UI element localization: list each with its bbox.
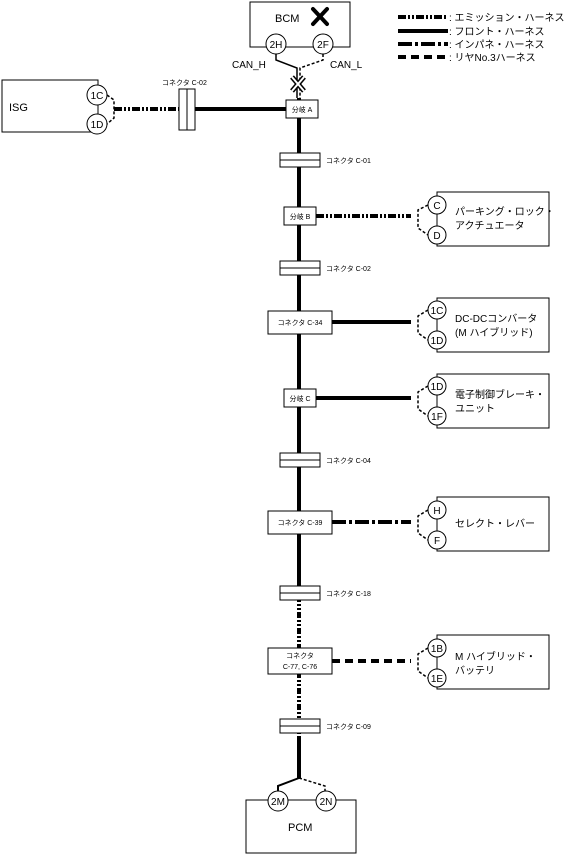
isg-pin-1c-label: 1C — [91, 91, 104, 102]
select-pin-h-label: H — [433, 506, 440, 517]
bcm-module: BCM 2H 2F — [249, 1, 351, 55]
bcm-fault-x-icon — [311, 7, 329, 26]
brake-pin-1f-label: 1F — [431, 412, 443, 423]
bcm-label: BCM — [275, 13, 299, 25]
connector-c09 — [279, 718, 321, 734]
connector-c04 — [279, 452, 321, 468]
isg-pin-1d-label: 1D — [91, 120, 104, 131]
pcm-pin-2n-label: 2N — [320, 797, 333, 808]
connector-c02 — [279, 260, 321, 276]
splice-c-label: 分岐 C — [290, 394, 311, 403]
can-l-label: CAN_L — [330, 60, 363, 71]
splice-b-label: 分岐 B — [290, 212, 311, 221]
connector-c34-label: コネクタ C-34 — [278, 318, 323, 327]
battery-pin-1e-label: 1E — [431, 674, 444, 685]
connector-c39-label: コネクタ C-39 — [278, 518, 323, 527]
connector-c09-label: コネクタ C-09 — [326, 722, 371, 731]
connector-c04-label: コネクタ C-04 — [326, 456, 371, 465]
connector-c77-label-1: コネクタ — [286, 651, 314, 660]
pcm-pin-2m-label: 2M — [271, 797, 285, 808]
legend-emission: : エミッション・ハーネス — [449, 12, 565, 24]
battery-label-2: バッテリ — [455, 665, 495, 677]
legend-instpanel: : インパネ・ハーネス — [449, 39, 545, 51]
brake-control-unit: 電子制御ブレーキ・ ユニット 1D 1F — [427, 373, 550, 429]
brake-label-2: ユニット — [455, 404, 495, 415]
parking-pin-d-label: D — [433, 231, 440, 242]
dcdc-label-2: (M ハイブリッド) — [455, 326, 533, 339]
connector-c01-label: コネクタ C-01 — [326, 156, 371, 165]
splice-a — [285, 99, 319, 119]
parking-label-2: アクチュエータ — [455, 220, 525, 232]
brake-label-1: 電子制御ブレーキ・ — [455, 388, 545, 401]
legend-front: : フロント・ハーネス — [449, 26, 545, 38]
parking-label-1: パーキング・ロック・ — [455, 205, 555, 218]
splice-a-label: 分岐 A — [292, 105, 313, 114]
battery-pin-1b-label: 1B — [431, 644, 444, 655]
connector-c77-label-2: C-77, C-76 — [283, 664, 317, 671]
connector-c02-label: コネクタ C-02 — [326, 264, 371, 273]
parking-lock-actuator: パーキング・ロック・ アクチュエータ C D — [427, 191, 555, 247]
parking-pin-c-label: C — [433, 201, 440, 212]
pcm-pin-2n — [315, 790, 337, 812]
hybrid-battery: M ハイブリッド・ バッテリ 1B 1E — [427, 634, 550, 690]
pcm-module: PCM 2M 2N — [245, 790, 357, 854]
isg-module: ISG 1C 1D — [1, 79, 108, 135]
connector-c02-isg — [178, 88, 196, 131]
select-label-1: セレクト・レバー — [455, 518, 535, 530]
can-h-label: CAN_H — [232, 60, 266, 71]
isg-label: ISG — [9, 102, 28, 114]
connector-c02-isg-label: コネクタ C-02 — [162, 78, 207, 87]
bcm-pin-2f-label: 2F — [317, 40, 329, 51]
connector-c01 — [279, 152, 321, 168]
legend: : エミッション・ハーネス : フロント・ハーネス : インパネ・ハーネス : … — [398, 12, 565, 64]
open-circuit-x-icon — [290, 75, 306, 93]
legend-rear: : リヤNo.3ハーネス — [449, 52, 536, 64]
dcdc-label-1: DC-DCコンバータ — [455, 313, 537, 325]
battery-label-1: M ハイブリッド・ — [455, 650, 536, 663]
bcm-pin-2h-label: 2H — [270, 40, 283, 51]
select-pin-f-label: F — [434, 536, 440, 547]
connector-c18-label: コネクタ C-18 — [326, 589, 371, 598]
dcdc-pin-1c-label: 1C — [431, 306, 444, 317]
select-lever: セレクト・レバー H F — [427, 496, 550, 552]
dcdc-converter: DC-DCコンバータ (M ハイブリッド) 1C 1D — [427, 297, 550, 353]
pcm-pin-2m — [267, 790, 289, 812]
connector-c18 — [279, 585, 321, 601]
dcdc-pin-1d-label: 1D — [431, 336, 444, 347]
brake-pin-1d-label: 1D — [431, 382, 444, 393]
pcm-label: PCM — [288, 822, 312, 834]
